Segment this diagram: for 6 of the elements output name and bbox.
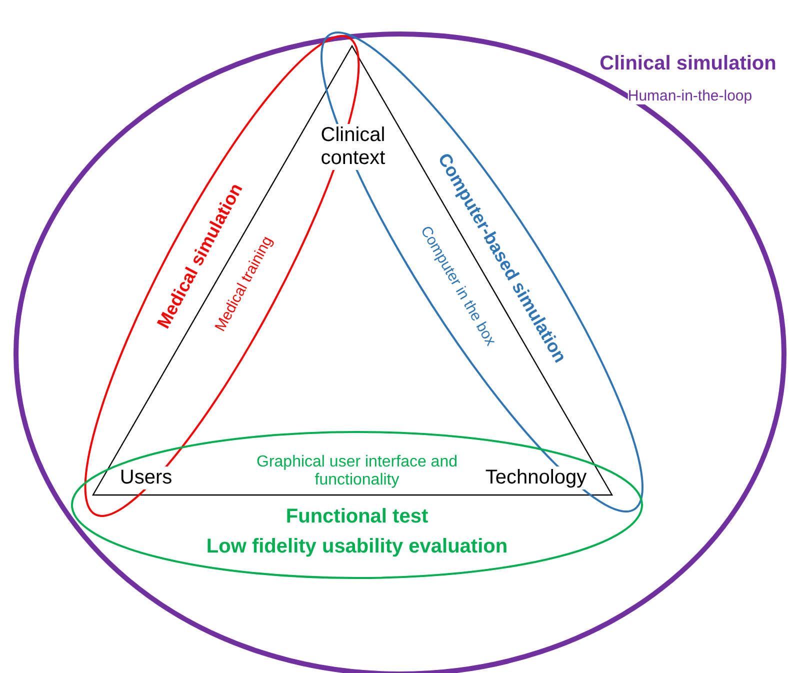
- ellipse-title: Functional test: [286, 506, 428, 528]
- ellipse-subtitle: Graphical user interface and functionality: [256, 454, 458, 490]
- subheading: Human-in-the-loop: [628, 87, 752, 105]
- ellipse-title: Low fidelity usability evaluation: [206, 536, 508, 558]
- corner-label: Users: [120, 466, 172, 490]
- corner-label: Technology: [485, 466, 587, 490]
